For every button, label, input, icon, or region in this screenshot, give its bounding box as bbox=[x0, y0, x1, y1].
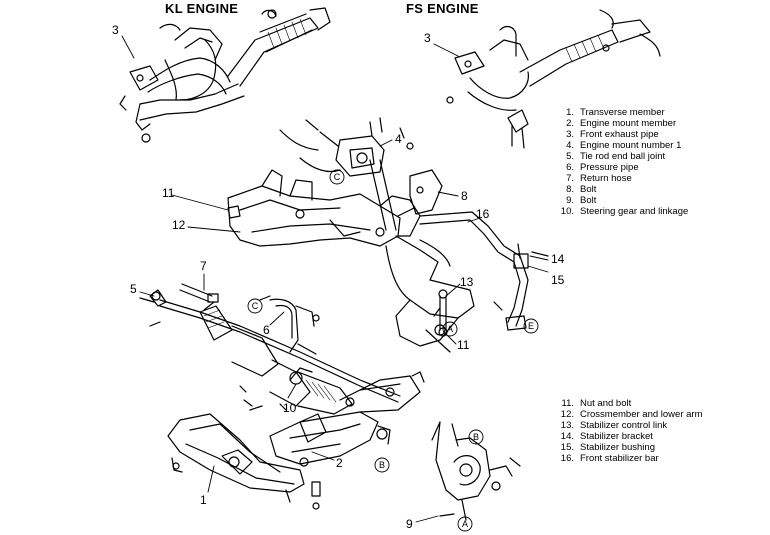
legend-text: Front stabilizer bar bbox=[580, 453, 659, 464]
circled-letter-a-upper: A bbox=[447, 324, 453, 334]
legend-text: Front exhaust pipe bbox=[580, 129, 659, 140]
legend-item: 3. Front exhaust pipe bbox=[556, 129, 724, 140]
legend-text: Nut and bolt bbox=[580, 398, 632, 409]
legend-item: 7. Return hose bbox=[556, 173, 724, 184]
bolt-11-upper bbox=[227, 205, 241, 219]
circled-letter-c-lower: C bbox=[252, 301, 259, 311]
circled-letter-b-left: B bbox=[379, 460, 385, 470]
legend-text: Tie rod end ball joint bbox=[580, 151, 666, 162]
callout-4: 4 bbox=[395, 132, 402, 146]
legend-item: 13. Stabilizer control link bbox=[556, 420, 731, 431]
circled-letter-e: E bbox=[528, 321, 534, 331]
legend-text: Pressure pipe bbox=[580, 162, 639, 173]
pressure-pipe bbox=[259, 295, 320, 355]
legend-text: Return hose bbox=[580, 173, 632, 184]
callout-11-upper: 11 bbox=[162, 186, 175, 200]
kl-front-exhaust-pipe bbox=[119, 7, 331, 143]
legend-num: 6. bbox=[566, 162, 574, 173]
front-stabilizer-bar bbox=[419, 211, 549, 331]
callout-14: 14 bbox=[551, 252, 565, 266]
engine-mount-member bbox=[269, 371, 425, 510]
stabilizer-control-link bbox=[438, 289, 448, 337]
return-hose bbox=[179, 283, 219, 303]
legend-text: Bolt bbox=[580, 195, 597, 206]
circled-letter-a-lower: A bbox=[462, 519, 468, 529]
legend-text: Steering gear and linkage bbox=[580, 206, 689, 217]
legend-num: 1. bbox=[566, 107, 574, 118]
callout-13: 13 bbox=[460, 275, 474, 289]
legend-num: 7. bbox=[566, 173, 574, 184]
legend-item: 1. Transverse member bbox=[556, 107, 724, 118]
legend-item: 14. Stabilizer bracket bbox=[556, 431, 731, 442]
legend-num: 10. bbox=[560, 206, 574, 217]
legend-item: 16. Front stabilizer bar bbox=[556, 453, 731, 464]
legend-num: 12. bbox=[560, 409, 574, 420]
callout-3-fs: 3 bbox=[424, 31, 431, 45]
legend-num: 2. bbox=[566, 118, 574, 129]
legend-num: 11. bbox=[561, 398, 574, 409]
legend-num: 16. bbox=[560, 453, 574, 464]
leader-lines bbox=[121, 35, 549, 523]
circled-letter-b-right: B bbox=[473, 432, 479, 442]
bracket-8 bbox=[397, 169, 443, 217]
legend-item: 2. Engine mount member bbox=[556, 118, 724, 129]
fs-engine-header: FS ENGINE bbox=[406, 1, 479, 16]
legend-text: Stabilizer control link bbox=[580, 420, 668, 431]
callout-16: 16 bbox=[476, 207, 490, 221]
legend-num: 8. bbox=[566, 184, 574, 195]
callout-8: 8 bbox=[461, 189, 468, 203]
kl-engine-header: KL ENGINE bbox=[165, 1, 239, 16]
legend-parts-11-to-16: 11. Nut and bolt 12. Crossmember and lower… bbox=[556, 398, 731, 464]
callout-6: 6 bbox=[263, 323, 270, 337]
callout-15: 15 bbox=[551, 273, 565, 287]
legend-num: 9. bbox=[566, 195, 574, 206]
legend-item: 6. Pressure pipe bbox=[556, 162, 724, 173]
legend-text: Bolt bbox=[580, 184, 597, 195]
legend-text: Stabilizer bushing bbox=[580, 442, 655, 453]
callout-1: 1 bbox=[200, 493, 207, 507]
callout-12: 12 bbox=[172, 218, 186, 232]
legend-text: Engine mount number 1 bbox=[580, 140, 682, 151]
legend-item: 12. Crossmember and lower arm bbox=[556, 409, 731, 420]
callout-2: 2 bbox=[336, 456, 343, 470]
legend-parts-1-to-10: 1. Transverse member 2. Engine mount membe… bbox=[556, 107, 724, 217]
legend-num: 15. bbox=[560, 442, 574, 453]
misc-fasteners bbox=[203, 127, 521, 467]
callout-11-lower: 11 bbox=[457, 338, 470, 352]
legend-num: 4. bbox=[566, 140, 574, 151]
circled-letter-rings bbox=[247, 169, 539, 532]
legend-text: Crossmember and lower arm bbox=[580, 409, 703, 420]
legend-num: 3. bbox=[566, 129, 574, 140]
fs-front-exhaust-pipe bbox=[446, 9, 661, 149]
legend-item: 15. Stabilizer bushing bbox=[556, 442, 731, 453]
legend-item: 11. Nut and bolt bbox=[556, 398, 731, 409]
legend-item: 8. Bolt bbox=[556, 184, 724, 195]
legend-num: 5. bbox=[566, 151, 574, 162]
legend-num: 13. bbox=[560, 420, 574, 431]
callout-5: 5 bbox=[130, 282, 137, 296]
callout-3-kl: 3 bbox=[112, 23, 119, 37]
legend-item: 4. Engine mount number 1 bbox=[556, 140, 724, 151]
callout-9: 9 bbox=[406, 517, 413, 531]
legend-text: Transverse member bbox=[580, 107, 665, 118]
circled-letter-c-upper: C bbox=[334, 172, 341, 182]
callout-10: 10 bbox=[283, 401, 297, 415]
knuckle-assembly bbox=[431, 421, 513, 521]
callout-7: 7 bbox=[200, 259, 207, 273]
legend-num: 14. bbox=[560, 431, 574, 442]
transverse-member bbox=[167, 413, 305, 503]
legend-text: Stabilizer bracket bbox=[580, 431, 653, 442]
legend-item: 10. Steering gear and linkage bbox=[556, 206, 724, 217]
engine-mount-number-1 bbox=[279, 117, 385, 177]
legend-item: 9. Bolt bbox=[556, 195, 724, 206]
legend-text: Engine mount member bbox=[580, 118, 677, 129]
legend-item: 5. Tie rod end ball joint bbox=[556, 151, 724, 162]
